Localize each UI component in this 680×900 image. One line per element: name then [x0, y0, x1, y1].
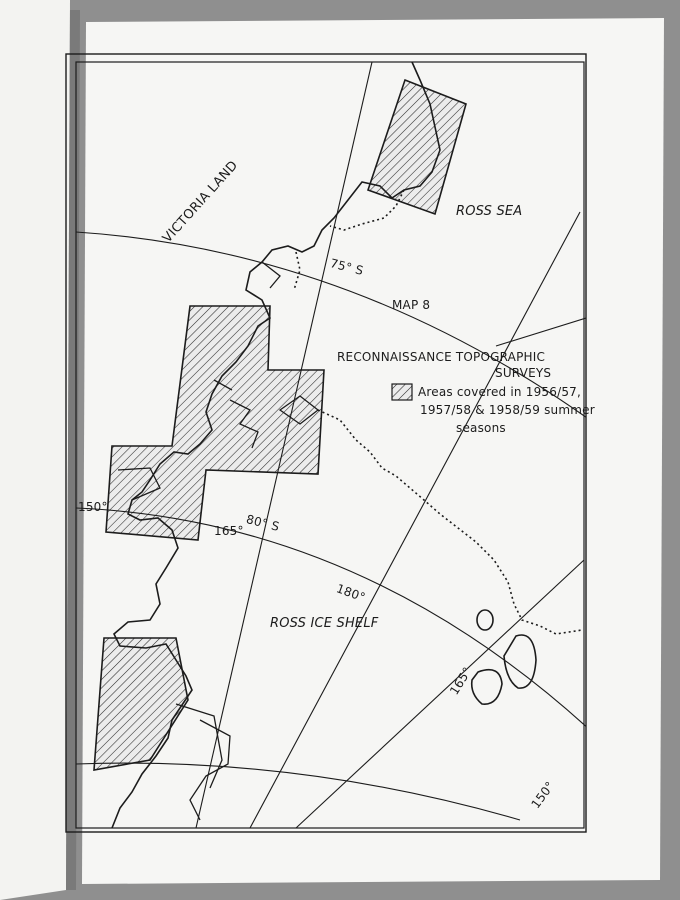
coastline	[111, 61, 441, 829]
coastline-detail	[175, 703, 223, 789]
ice-shelf-front	[293, 189, 583, 635]
legend-line1: Areas covered in 1956/57,	[418, 385, 582, 399]
map-title-line1: RECONNAISSANCE TOPOGRAPHIC	[337, 350, 546, 364]
map-title-line2: SURVEYS	[495, 366, 552, 380]
ross-ice-shelf-label: ROSS ICE SHELF	[270, 616, 379, 631]
legend-swatch	[391, 383, 413, 401]
meridian-180	[249, 211, 581, 829]
island	[470, 668, 503, 705]
left-page	[0, 0, 70, 900]
island	[476, 609, 494, 631]
latitude-85	[76, 762, 521, 821]
island	[503, 634, 537, 689]
meridian-165w	[295, 559, 585, 829]
map-frame-outer	[65, 53, 587, 833]
longitude-label-150: 150°	[78, 500, 108, 514]
latitude-80	[76, 507, 586, 728]
longitude-label-165e: 165°	[214, 524, 244, 538]
map-frame-inner	[75, 61, 585, 829]
survey-area	[366, 78, 467, 216]
page-paper	[82, 18, 664, 884]
meridian-150w	[495, 317, 586, 347]
ross-sea-label: ROSS SEA	[456, 204, 523, 219]
legend-line2: 1957/58 & 1958/59 summer	[420, 403, 595, 417]
meridian-165e	[195, 61, 373, 829]
map-number-label: MAP 8	[392, 298, 431, 312]
latitude-75	[76, 231, 586, 418]
legend-line3: seasons	[456, 421, 506, 435]
survey-area	[105, 305, 325, 541]
